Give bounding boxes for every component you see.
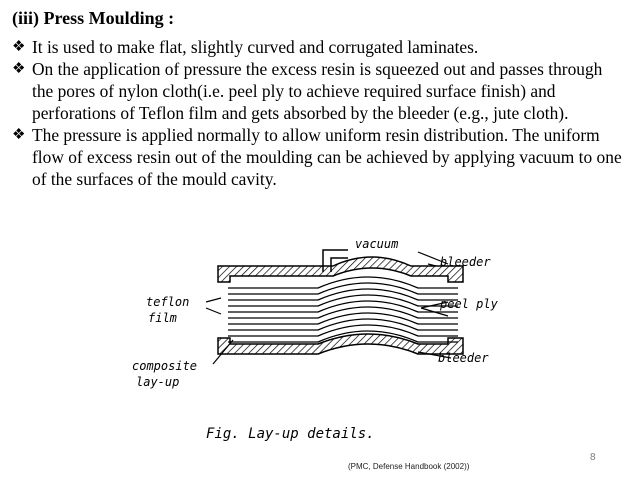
diamond-bullet-icon: ❖ <box>12 61 26 77</box>
label-film: film <box>148 311 177 325</box>
lower-mould <box>217 333 464 355</box>
bullet-item: ❖ The pressure is applied normally to al… <box>12 124 624 190</box>
laminate-layers <box>228 276 458 343</box>
label-composite: composite <box>132 359 197 373</box>
leader-lines <box>205 251 452 365</box>
label-teflon: teflon <box>146 295 189 309</box>
bullet-text: On the application of pressure the exces… <box>32 59 603 123</box>
bullet-text: The pressure is applied normally to allo… <box>32 125 622 189</box>
label-peel-ply: peel ply <box>439 297 499 311</box>
bullet-text: It is used to make flat, slightly curved… <box>32 37 479 57</box>
vacuum-pipe <box>322 249 348 272</box>
label-bleeder-top: bleeder <box>440 255 491 269</box>
page-number: 8 <box>590 452 596 463</box>
bullet-item: ❖ It is used to make flat, slightly curv… <box>12 36 624 58</box>
diamond-bullet-icon: ❖ <box>12 127 26 143</box>
layup-diagram: vacuum bleeder teflon film peel ply comp… <box>132 237 499 442</box>
figure-caption: Fig. Lay-up details. <box>206 426 375 442</box>
label-vacuum: vacuum <box>355 237 398 251</box>
label-bleeder-bottom: bleeder <box>438 351 489 365</box>
upper-mould <box>217 256 464 283</box>
diamond-bullet-icon: ❖ <box>12 39 26 55</box>
label-layup: lay-up <box>136 375 179 389</box>
slide-heading: (iii) Press Moulding : <box>12 8 175 28</box>
citation: (PMC, Defense Handbook (2002)) <box>348 462 470 471</box>
bullet-list: ❖ It is used to make flat, slightly curv… <box>12 36 624 190</box>
bullet-item: ❖ On the application of pressure the exc… <box>12 58 624 124</box>
